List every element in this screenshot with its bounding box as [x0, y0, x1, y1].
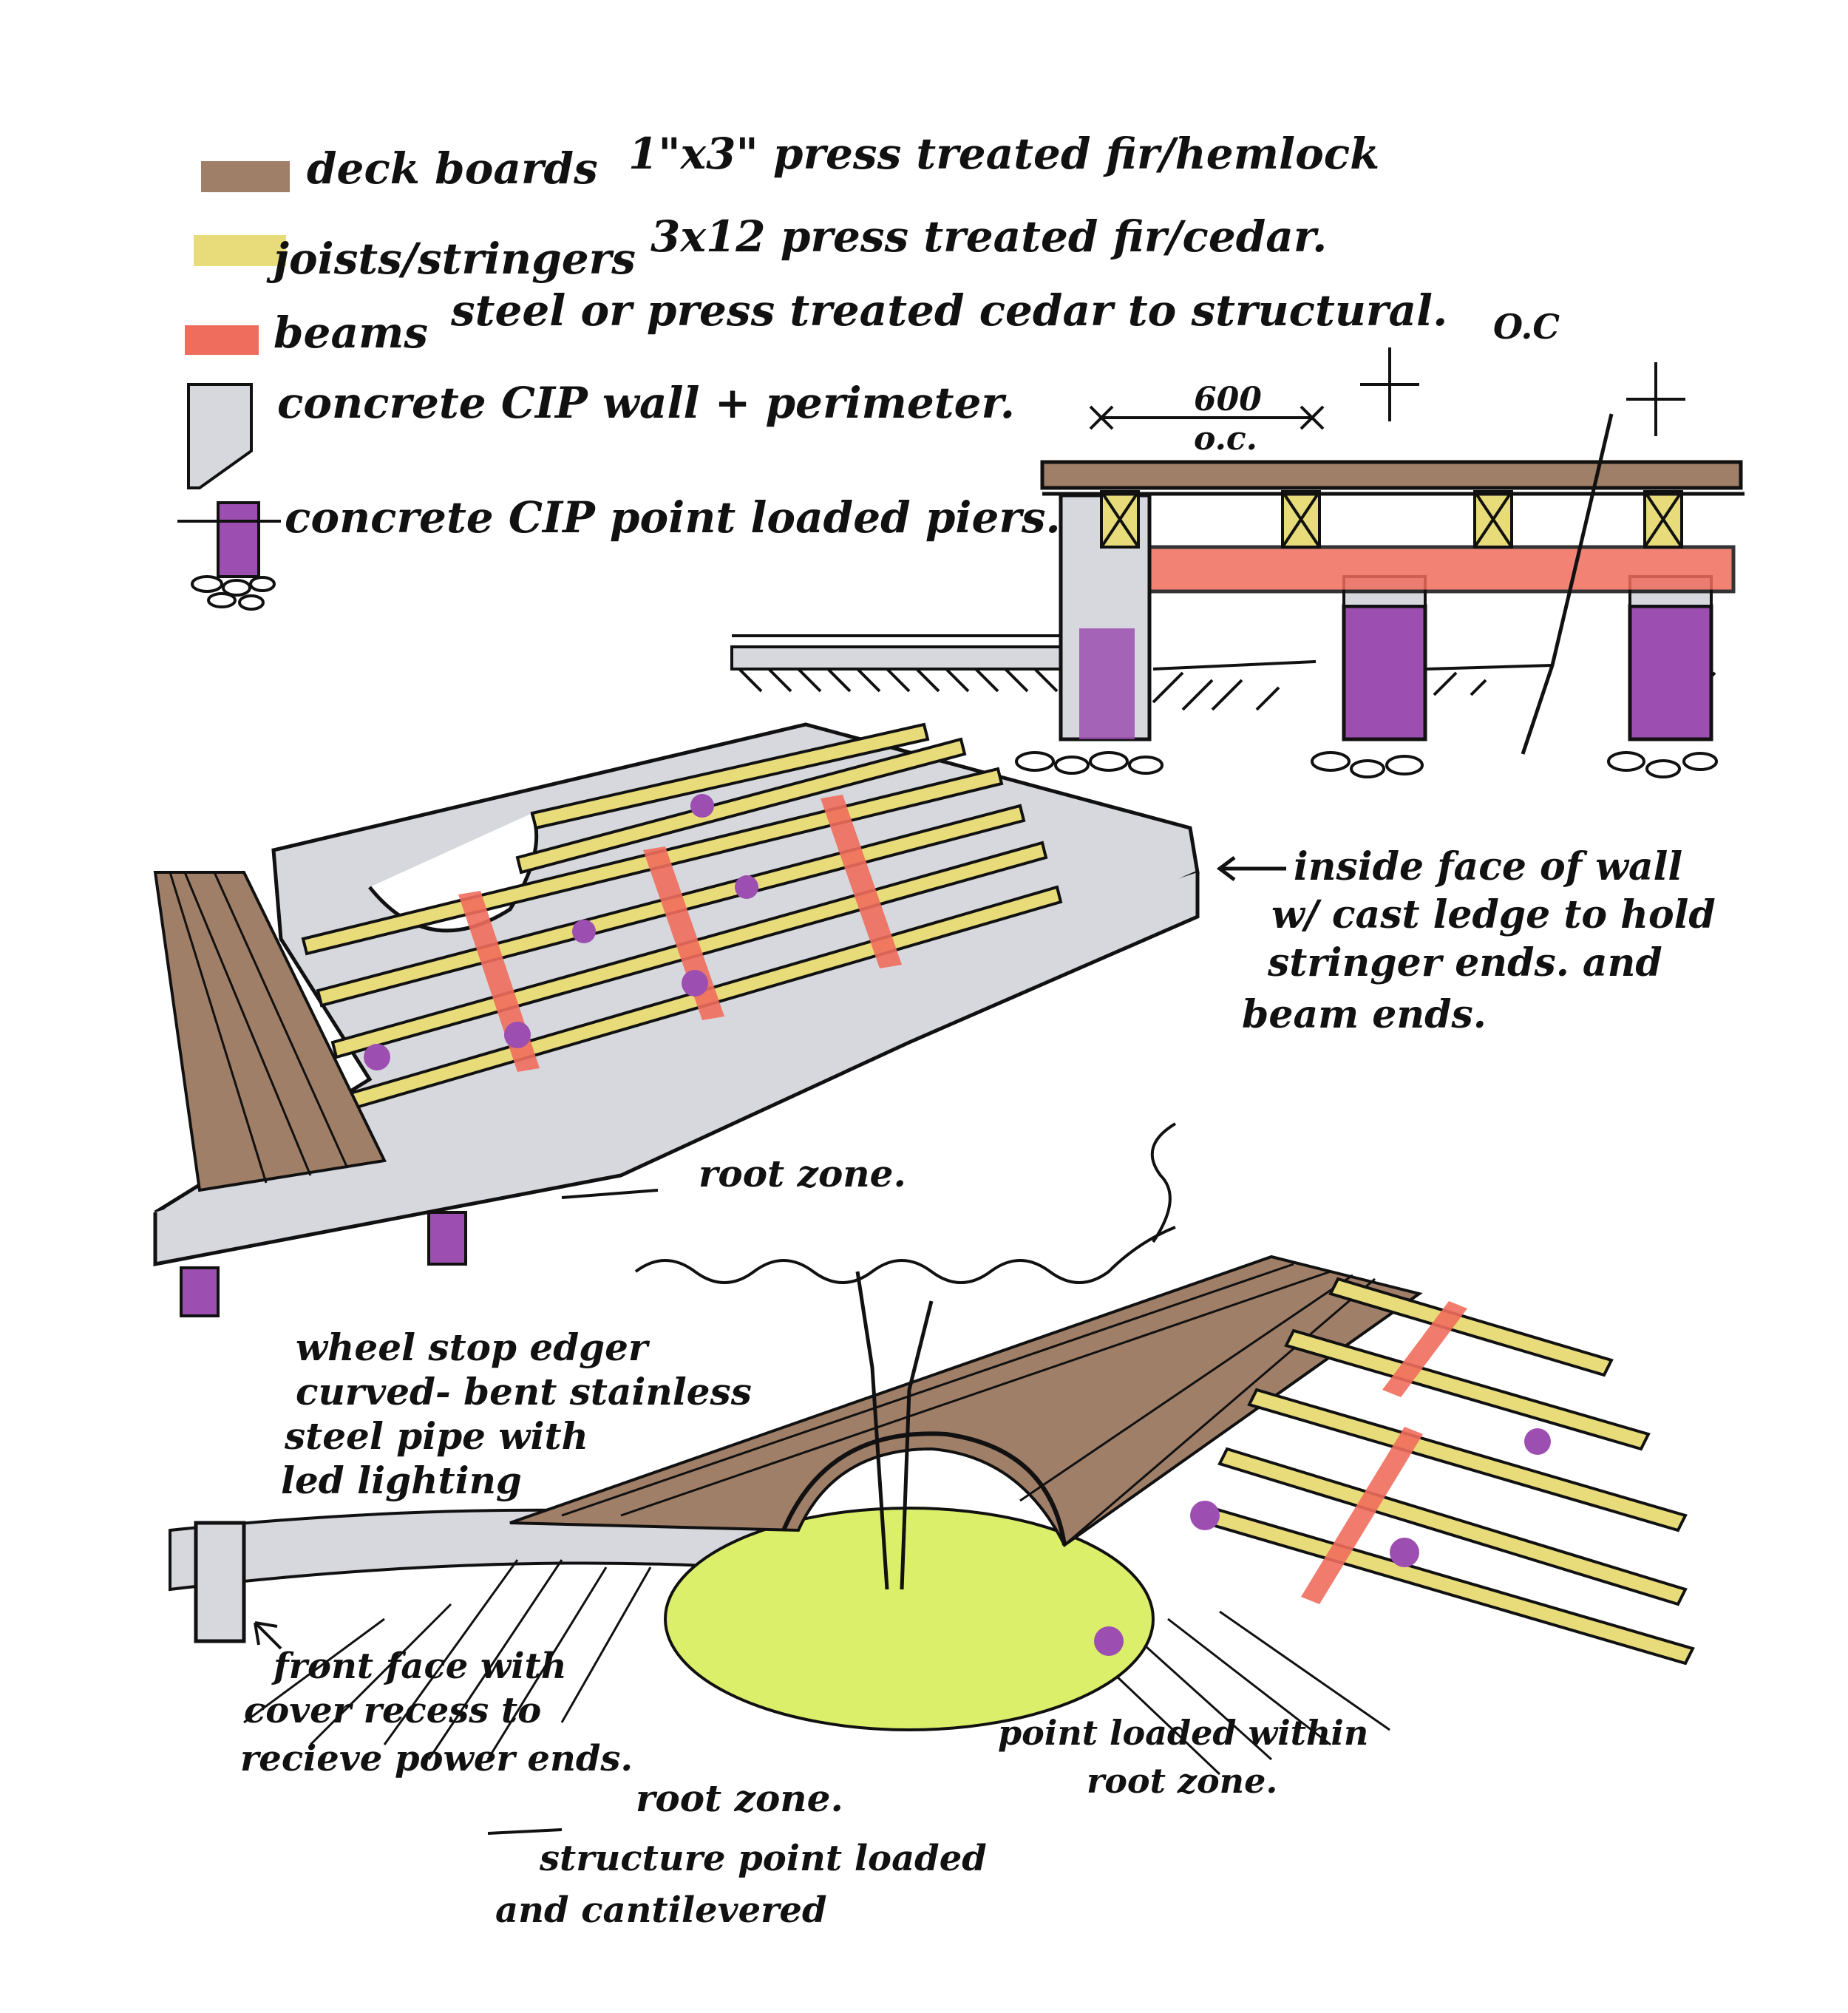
legend-beam-spec: steel or press treated cedar to structur…	[450, 285, 1447, 336]
legend-deck-label: deck boards	[307, 143, 598, 194]
upper-piers	[364, 794, 758, 1070]
wheel-stop-note: wheel stop edger curved- bent stainless …	[281, 1325, 752, 1502]
upper-pier-front-1	[427, 1211, 467, 1266]
section-detail: 600 o.c. O.C	[730, 307, 1745, 778]
root-zone-upper-label: root zone.	[699, 1152, 906, 1195]
section-pier-wall-base	[1079, 628, 1135, 739]
lower-joists	[1203, 1277, 1695, 1666]
section-pier-2	[1628, 604, 1713, 741]
point-loaded-line-2: root zone.	[1087, 1761, 1277, 1801]
wheel-stop-line-2: curved- bent stainless	[296, 1370, 752, 1413]
wheel-stop-line-3: steel pipe with	[284, 1414, 588, 1458]
legend-swatch-wall	[187, 383, 253, 489]
upper-pier-front-2	[180, 1266, 220, 1317]
oc-label: O.C	[1493, 307, 1560, 347]
point-loaded-line-1: point loaded within	[998, 1713, 1368, 1753]
section-pier-1	[1342, 604, 1427, 741]
inside-face-line-4: beam ends.	[1242, 992, 1487, 1037]
curved-pipe-edger	[781, 1431, 1067, 1546]
spacing-value: 600	[1194, 381, 1262, 418]
legend-joists: joists/stringers 3x12 press treated fir/…	[194, 211, 1327, 284]
lower-deck-boards	[509, 1255, 1423, 1547]
section-gravel	[1015, 751, 1718, 778]
tree-grass-pit	[664, 1507, 1155, 1731]
lower-piers	[1094, 1428, 1551, 1656]
cantilever-line-2: and cantilevered	[495, 1890, 827, 1931]
lower-perspective	[169, 1122, 1695, 1776]
front-face-line-3: recieve power ends.	[240, 1738, 633, 1779]
annotations: inside face of wall w/ cast ledge to hol…	[240, 844, 1716, 1931]
inside-face-line-3: stringer ends. and	[1267, 940, 1662, 985]
legend-swatch-pier	[217, 501, 260, 578]
legend-swatch-deck	[201, 161, 290, 192]
legend-wall: concrete CIP wall + perimeter.	[187, 378, 1015, 489]
inside-face-line-2: w/ cast ledge to hold	[1271, 892, 1716, 937]
upper-perspective	[153, 722, 1286, 1317]
section-joists	[1100, 490, 1683, 549]
front-face-note: front face with cover recess to recieve …	[240, 1646, 633, 1779]
root-zone-lower-label: root zone.	[636, 1776, 843, 1820]
legend-swatch-beam	[185, 325, 259, 355]
legend-piers: concrete CIP point loaded piers.	[177, 492, 1061, 611]
front-face-line-2: cover recess to	[244, 1690, 541, 1731]
section-beam	[1147, 545, 1736, 594]
legend-deck-boards: deck boards 1"x3" press treated fir/heml…	[201, 129, 1379, 194]
legend-wall-label: concrete CIP wall + perimeter.	[277, 378, 1015, 428]
lower-paving-lines	[243, 1559, 1390, 1776]
spacing-unit: o.c.	[1194, 420, 1257, 458]
legend-joist-spec: 3x12 press treated fir/cedar.	[650, 211, 1327, 262]
legend-beams: beams steel or press treated cedar to st…	[185, 285, 1447, 358]
cantilever-line-1: structure point loaded	[539, 1838, 987, 1879]
tree-canopy	[634, 1122, 1177, 1284]
legend-joist-label: joists/stringers	[266, 234, 636, 284]
legend-beam-label: beams	[274, 308, 428, 358]
tree-trunk	[855, 1271, 934, 1590]
legend-pier-label: concrete CIP point loaded piers.	[285, 492, 1061, 543]
wheel-stop-line-1: wheel stop edger	[296, 1325, 650, 1369]
section-deck-boards	[1040, 460, 1743, 490]
wheel-stop-line-4: led lighting	[281, 1459, 522, 1502]
inside-face-note: inside face of wall w/ cast ledge to hol…	[1242, 844, 1716, 1037]
front-face-wall	[194, 1521, 246, 1643]
inside-face-line-1: inside face of wall	[1294, 844, 1682, 889]
section-ground	[730, 634, 1716, 711]
front-face-line-1: front face with	[271, 1646, 567, 1687]
legend-deck-spec: 1"x3" press treated fir/hemlock	[628, 129, 1379, 179]
spacing-dimension	[1089, 347, 1685, 436]
legend: deck boards 1"x3" press treated fir/heml…	[177, 129, 1447, 611]
legend-swatch-joist	[194, 235, 286, 266]
lower-beams	[1301, 1301, 1467, 1604]
